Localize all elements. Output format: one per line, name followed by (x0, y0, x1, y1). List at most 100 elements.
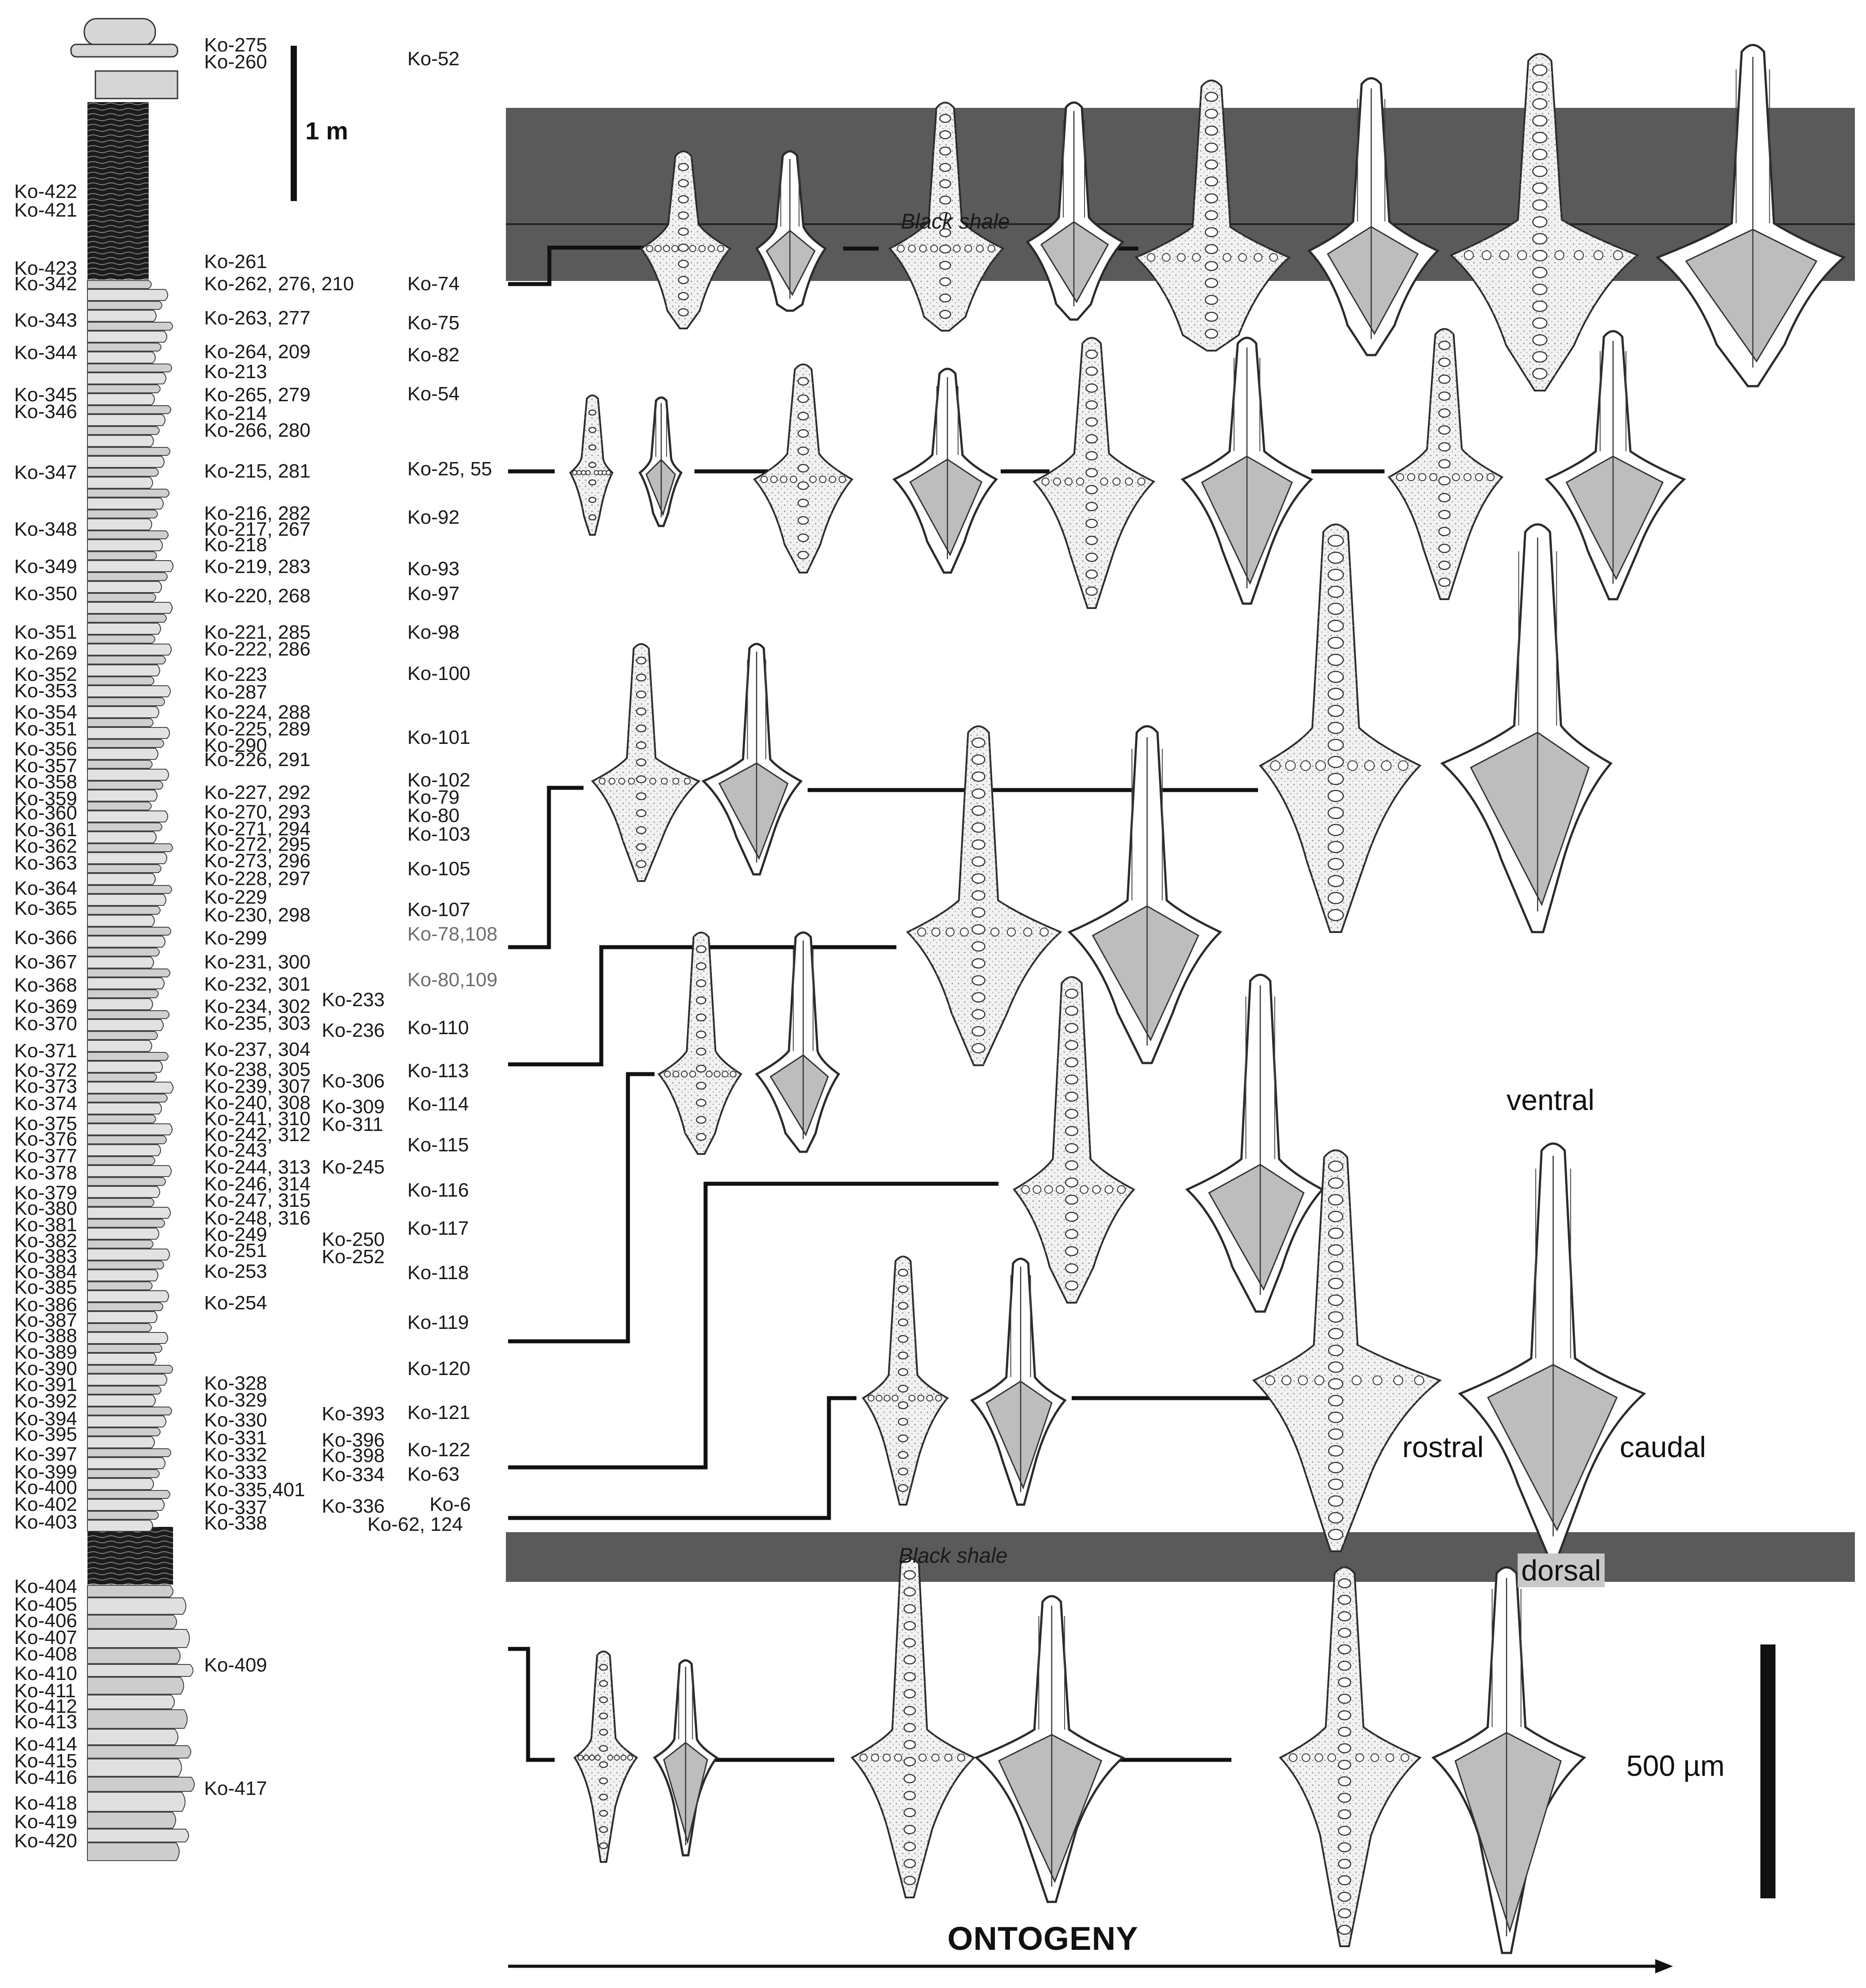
column_left_labels-label: Ko-342 (14, 273, 77, 295)
column-bed (87, 510, 158, 518)
column_left_labels-label: Ko-353 (14, 680, 77, 702)
label-caudal: caudal (1620, 1431, 1706, 1463)
column-bed (87, 456, 165, 468)
ontogeny-arrow (508, 1959, 1673, 1973)
column-bed (87, 1031, 158, 1040)
specimen-lower-view (970, 1257, 1067, 1506)
column-bed (87, 706, 159, 718)
sample_labels-label: Ko-114 (407, 1093, 469, 1115)
sample_labels-label: Ko-52 (407, 48, 460, 70)
column_left_labels-label: Ko-349 (14, 556, 77, 577)
column-bed (87, 1629, 190, 1648)
specimen-lower-view (755, 150, 827, 312)
column_left_labels-label: Ko-383 (14, 1245, 77, 1267)
column-bed (87, 936, 166, 948)
column_right_labels-label: Ko-260 (204, 51, 267, 73)
column-bed (87, 581, 162, 593)
column_left_labels-label: Ko-392 (14, 1390, 77, 1412)
specimen-lower-view (1655, 44, 1846, 387)
column-bed (87, 1186, 160, 1198)
column_left_labels-label: Ko-405 (14, 1593, 77, 1615)
column_right_labels-label: Ko-287 (204, 681, 267, 703)
column_left_labels-label: Ko-378 (14, 1162, 77, 1184)
column_left_labels-label: Ko-269 (14, 642, 77, 664)
sample_labels-label: Ko-82 (407, 344, 460, 366)
column-bed (87, 289, 168, 301)
column_right_labels-label: Ko-328 (204, 1372, 267, 1394)
column_left_labels-label: Ko-388 (14, 1325, 77, 1347)
column_left_labels-label: Ko-419 (14, 1811, 77, 1833)
column-bed (87, 447, 170, 456)
sample_labels-label: Ko-62, 124 (367, 1514, 463, 1535)
column-bed (87, 301, 162, 310)
label-ventral: ventral (1507, 1083, 1595, 1116)
sample_labels-label: Ko-93 (407, 558, 460, 580)
column-bed (87, 498, 164, 510)
sample_labels-label: Ko-115 (407, 1134, 469, 1156)
column-bed (87, 1709, 188, 1729)
column-bed (70, 43, 178, 58)
column-bed (87, 352, 156, 364)
column-bed (87, 927, 171, 936)
sample_labels-label: Ko-97 (407, 583, 460, 605)
column-bed (87, 915, 155, 927)
column_right_labels-label: Ko-229 (204, 886, 267, 908)
specimen-upper-view (888, 102, 1005, 332)
column_third_labels-label: Ko-336 (322, 1495, 385, 1517)
column_right_labels-label: Ko-244, 313 (204, 1156, 311, 1178)
column-bed (87, 1415, 166, 1427)
column_third_labels-label: Ko-309 (322, 1096, 385, 1118)
column-bed (87, 1648, 181, 1664)
specimen-upper-view (1012, 976, 1136, 1304)
column-bed (87, 1344, 162, 1353)
column_left_labels-label: Ko-375 (14, 1113, 77, 1134)
column-bed (87, 852, 167, 864)
specimen-lower-view (974, 1595, 1125, 1903)
column_left_labels-label: Ko-359 (14, 788, 77, 810)
column_right_labels-label: Ko-231, 300 (204, 951, 311, 973)
column_left_labels-label: Ko-421 (14, 199, 77, 221)
column-bed (87, 1597, 186, 1615)
column_right_labels-label: Ko-218 (204, 534, 267, 556)
column_left_labels-label: Ko-412 (14, 1696, 77, 1717)
sample_labels-label: Ko-100 (407, 663, 470, 684)
sample_labels-label: Ko-107 (407, 899, 470, 921)
column_right_labels-label: Ko-243 (204, 1139, 267, 1161)
stratigraphic-column (70, 18, 195, 1861)
column_left_labels-label: Ko-381 (14, 1214, 77, 1236)
column_right_labels-label: Ko-417 (204, 1778, 267, 1799)
column-bed (87, 1677, 184, 1695)
column-bed (87, 1374, 167, 1386)
column_right_labels-label: Ko-271, 294 (204, 818, 311, 840)
column_right_labels-label: Ko-335,401 (204, 1479, 305, 1501)
column-bed (87, 685, 171, 697)
column-bed (87, 1353, 157, 1365)
sample_labels-label: Ko-117 (407, 1217, 469, 1239)
column_left_labels-label: Ko-369 (14, 996, 77, 1017)
label-rostral: rostral (1402, 1431, 1484, 1463)
column_left_labels-label: Ko-422 (14, 181, 77, 202)
column-bed (87, 530, 169, 539)
sample_labels-label: Ko-102 (407, 769, 470, 791)
column_left_labels-label: Ko-408 (14, 1643, 77, 1665)
specimen-lower-view (1431, 1566, 1586, 1954)
column_left_labels-label: Ko-347 (14, 462, 77, 483)
column_left_labels-label: Ko-416 (14, 1767, 77, 1788)
specimen-upper-view (906, 725, 1062, 1066)
column-bed (87, 977, 165, 989)
column_left_labels-label: Ko-413 (14, 1711, 77, 1733)
specimen-lower-view (1180, 336, 1314, 605)
column-bed (87, 539, 163, 551)
column-bed (87, 873, 156, 885)
column_left_labels-label: Ko-390 (14, 1358, 77, 1379)
black-shale-label-top: Black shale (901, 210, 1010, 233)
column_right_labels-label: Ko-290 (204, 735, 267, 756)
column_right_labels-label: Ko-228, 297 (204, 868, 311, 889)
column-bed (87, 1323, 152, 1332)
sample_labels-label: Ko-98 (407, 621, 460, 643)
sample_labels-label: Ko-110 (407, 1017, 469, 1039)
black-shale-band-bottom (506, 1532, 1855, 1582)
column_left_labels-label: Ko-395 (14, 1423, 77, 1445)
column_third_labels-label: Ko-396 (322, 1429, 385, 1451)
specimen-upper-view (1387, 328, 1504, 600)
